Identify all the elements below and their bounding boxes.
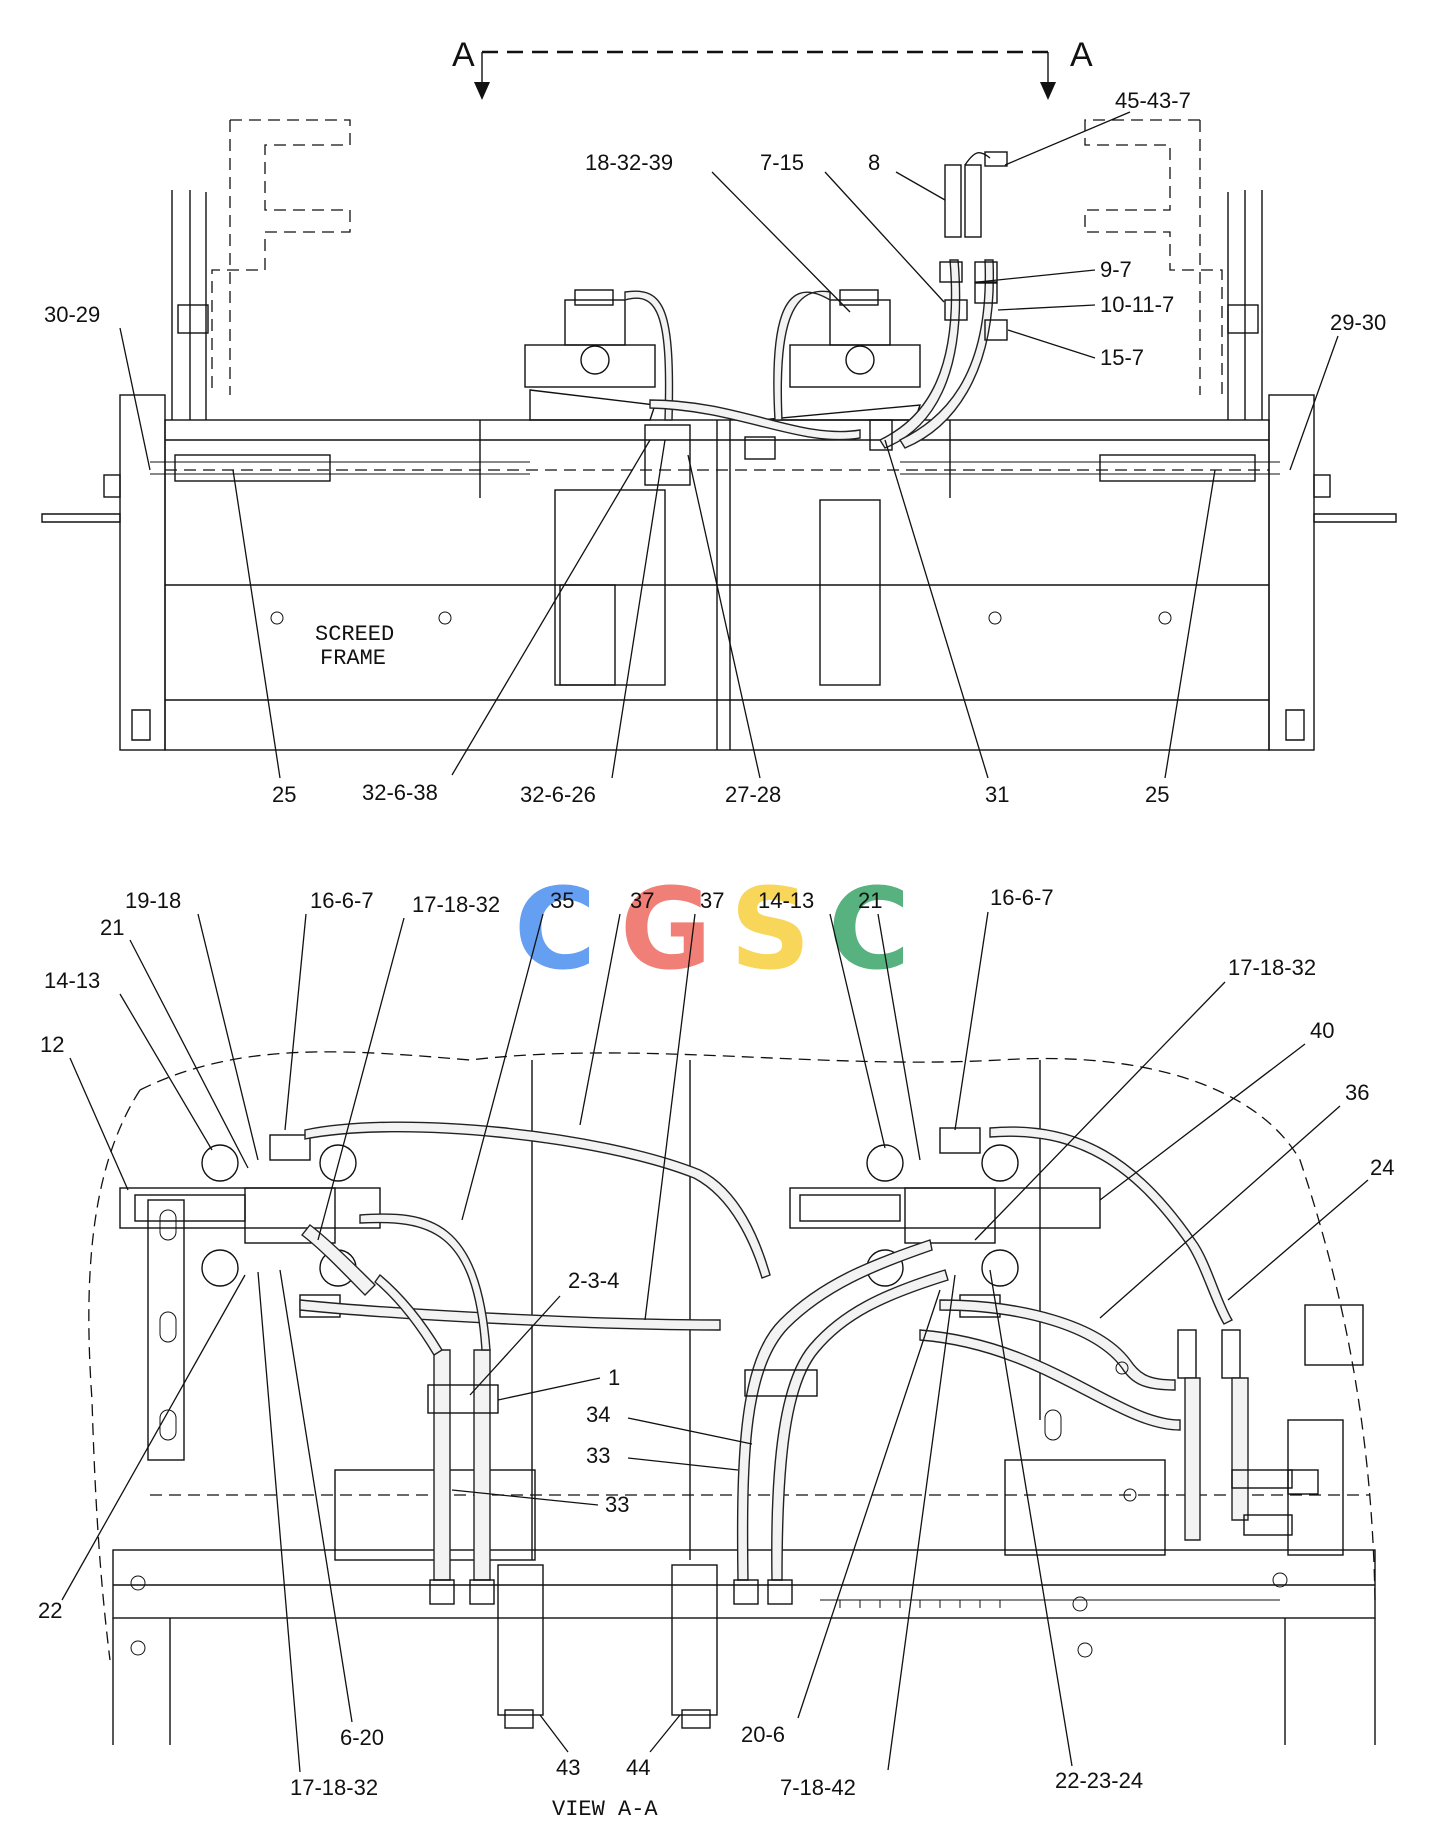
callout-40: 40: [1310, 1018, 1334, 1043]
callout-7-15: 7-15: [760, 150, 804, 175]
callout-17-18-32-bottom: 17-18-32: [290, 1775, 378, 1800]
watermark-letter-s: S: [730, 865, 811, 995]
callout-14-13-right: 14-13: [758, 888, 814, 913]
callout-32-6-38: 32-6-38: [362, 780, 438, 805]
callout-35: 35: [550, 888, 574, 913]
callout-32-6-26: 32-6-26: [520, 782, 596, 807]
callout-24: 24: [1370, 1155, 1394, 1180]
callout-37-a: 37: [630, 888, 654, 913]
view-aa-assembly: [88, 1051, 1376, 1745]
view-aa-callouts: 19-18 16-6-7 17-18-32 35 37 37 14-13 21 …: [38, 885, 1394, 1822]
callout-36: 36: [1345, 1080, 1369, 1105]
callout-25-left: 25: [272, 782, 296, 807]
callout-45-43-7: 45-43-7: [1115, 88, 1191, 113]
watermark-letter-g: G: [620, 865, 712, 995]
section-mark-left: A: [452, 36, 475, 74]
top-view-callouts: 45-43-7 18-32-39 7-15 8 9-7 10-11-7 15-7…: [44, 88, 1386, 807]
callout-22-23-24: 22-23-24: [1055, 1768, 1143, 1793]
callout-43: 43: [556, 1755, 580, 1780]
callout-22: 22: [38, 1598, 62, 1623]
callout-31: 31: [985, 782, 1009, 807]
left-cylinder-block: [119, 1134, 381, 1318]
callout-9-7: 9-7: [1100, 257, 1132, 282]
callout-21-left: 21: [100, 915, 124, 940]
callout-6-20: 6-20: [340, 1725, 384, 1750]
callout-19-18: 19-18: [125, 888, 181, 913]
callout-33-a: 33: [586, 1443, 610, 1468]
callout-34: 34: [586, 1402, 610, 1427]
callout-18-32-39: 18-32-39: [585, 150, 673, 175]
left-valve-assembly: [524, 289, 674, 421]
callout-37-b: 37: [700, 888, 724, 913]
callout-27-28: 27-28: [725, 782, 781, 807]
watermark-letter-c2: C: [828, 865, 910, 995]
hoses-view-aa: [299, 1121, 1364, 1605]
callout-29-30: 29-30: [1330, 310, 1386, 335]
top-view-assembly: SCREED FRAME: [41, 119, 1397, 751]
cgsc-watermark: C G S C: [514, 865, 910, 995]
callout-12: 12: [40, 1032, 64, 1057]
callout-1: 1: [608, 1365, 620, 1390]
callout-2-3-4: 2-3-4: [568, 1268, 619, 1293]
callout-17-18-32-top: 17-18-32: [412, 892, 500, 917]
screed-frame-label-line2: FRAME: [320, 646, 386, 671]
callout-17-18-32-right: 17-18-32: [1228, 955, 1316, 980]
callout-10-11-7: 10-11-7: [1100, 292, 1174, 317]
screed-frame-label-line1: SCREED: [315, 622, 394, 647]
callout-16-6-7-right: 16-6-7: [990, 885, 1054, 910]
callout-33-b: 33: [605, 1492, 629, 1517]
section-cut-line: A A: [452, 36, 1093, 100]
callout-16-6-7-left: 16-6-7: [310, 888, 374, 913]
view-caption: VIEW A-A: [552, 1797, 658, 1822]
right-cylinder-block: [789, 1127, 1101, 1318]
right-valve-assembly: [759, 289, 922, 421]
callout-30-29: 30-29: [44, 302, 100, 327]
callout-44: 44: [626, 1755, 650, 1780]
callout-8: 8: [868, 150, 880, 175]
callout-21-right: 21: [858, 888, 882, 913]
callout-25-right: 25: [1145, 782, 1169, 807]
callout-15-7: 15-7: [1100, 345, 1144, 370]
section-mark-right: A: [1070, 36, 1093, 74]
callout-7-18-42: 7-18-42: [780, 1775, 856, 1800]
callout-14-13-left: 14-13: [44, 968, 100, 993]
callout-20-6: 20-6: [741, 1722, 785, 1747]
